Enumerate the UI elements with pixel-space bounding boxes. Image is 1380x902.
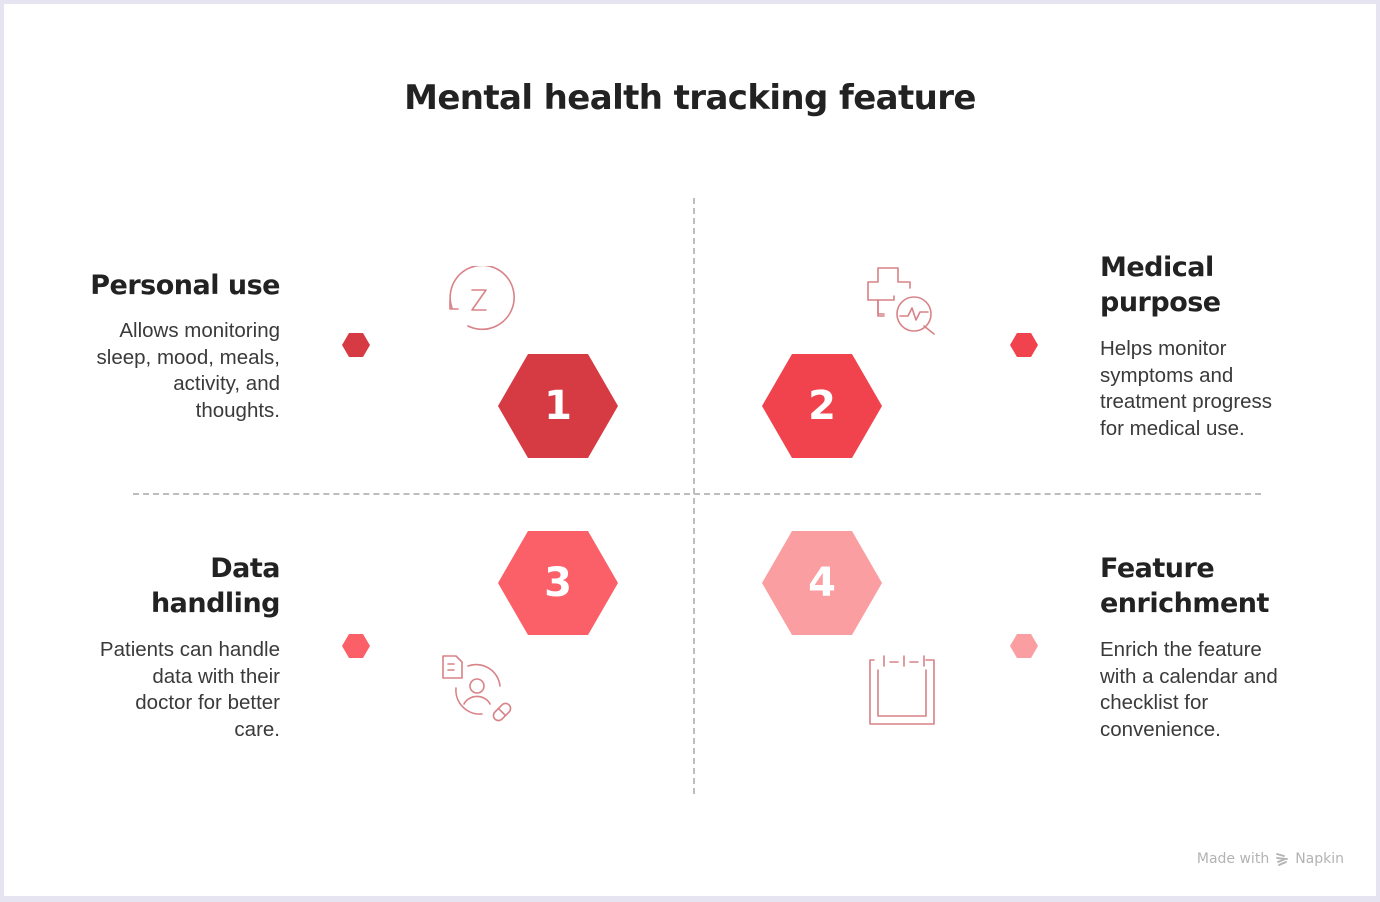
patient-doctor-data-icon bbox=[442, 655, 512, 722]
horizontal-divider bbox=[133, 493, 1261, 495]
calendar-icon bbox=[869, 655, 935, 725]
quadrant-heading: Data handling bbox=[150, 553, 281, 619]
number-hexagon: 1 bbox=[498, 354, 618, 458]
quadrant-heading: Feature enrichment bbox=[1100, 553, 1269, 619]
quadrant-heading: Medical purpose bbox=[1100, 252, 1221, 318]
footer-brand: Napkin bbox=[1295, 851, 1344, 867]
medical-cross-search-icon bbox=[867, 267, 935, 335]
vertical-divider bbox=[693, 198, 695, 794]
made-with-napkin-credit: Made with Napkin bbox=[1197, 851, 1344, 867]
quadrant-heading: Personal use bbox=[90, 270, 280, 301]
step-number: 3 bbox=[544, 560, 572, 606]
diagram-canvas bbox=[4, 4, 1376, 896]
quadrant-description: Allows monitoring sleep, mood, meals, ac… bbox=[96, 319, 280, 422]
footer-prefix: Made with bbox=[1196, 851, 1270, 867]
quadrant-description: Helps monitor symptoms and treatment pro… bbox=[1100, 337, 1273, 440]
quadrant-description: Patients can handle data with their doct… bbox=[99, 638, 280, 741]
step-number: 2 bbox=[808, 383, 836, 429]
step-number: 1 bbox=[544, 383, 572, 429]
sleep-cycle-icon bbox=[449, 266, 515, 331]
diagram-title: Mental health tracking feature bbox=[404, 78, 976, 118]
number-hexagon: 2 bbox=[762, 354, 882, 458]
step-number: 4 bbox=[808, 560, 836, 606]
napkin-logo-icon bbox=[1276, 853, 1289, 866]
quadrant-description: Enrich the feature with a calendar and c… bbox=[1100, 638, 1278, 741]
